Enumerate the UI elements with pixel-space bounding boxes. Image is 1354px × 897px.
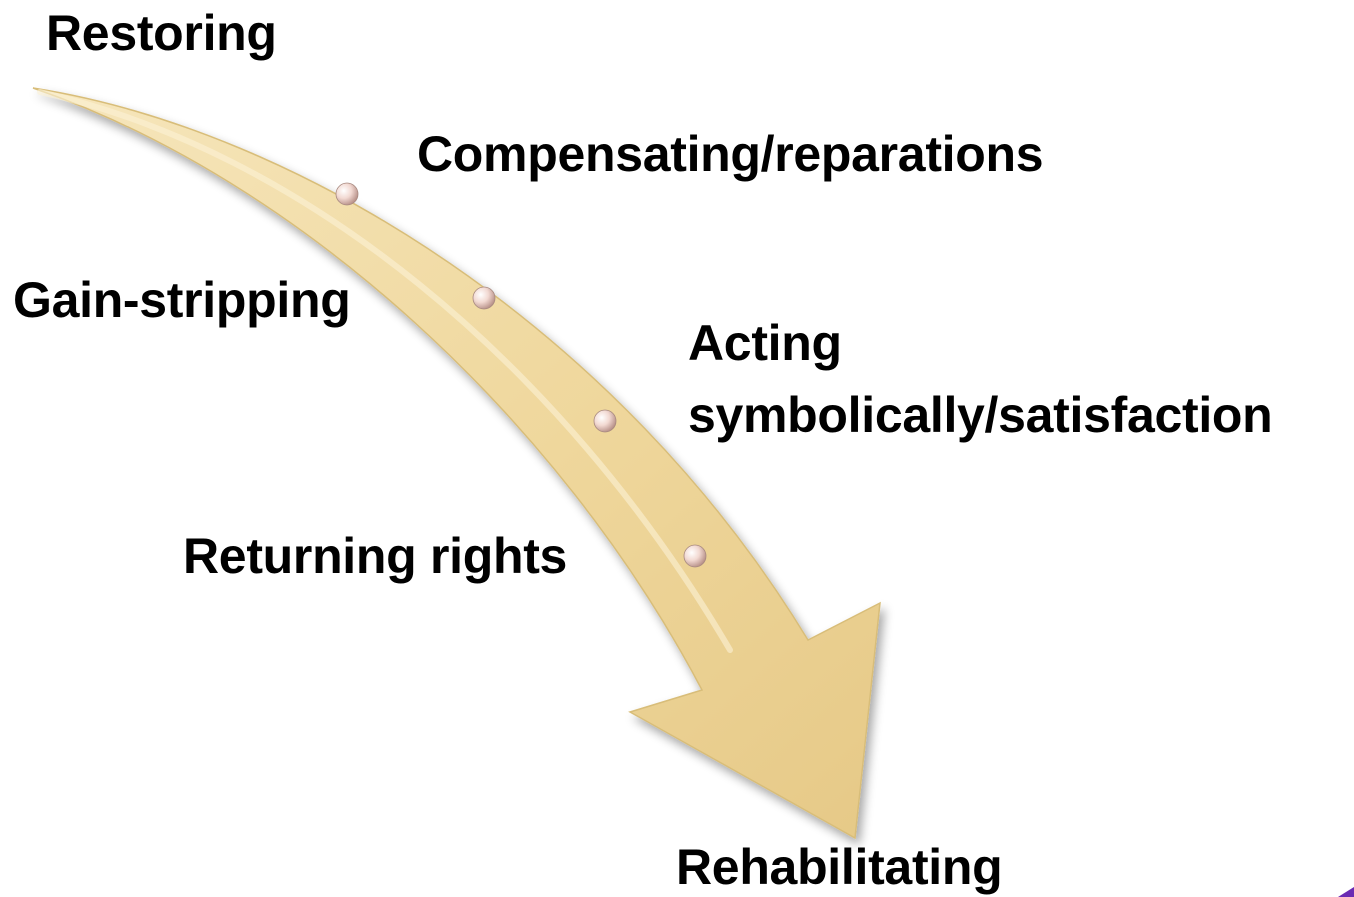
bead-dot bbox=[593, 409, 617, 433]
bead-dot bbox=[683, 544, 707, 568]
bead-group bbox=[335, 182, 707, 568]
label-acting-line2: symbolically/satisfaction bbox=[688, 387, 1273, 443]
corner-accent bbox=[1338, 887, 1354, 897]
label-restoring: Restoring bbox=[46, 5, 277, 61]
bead-dot bbox=[335, 182, 359, 206]
arrow-highlight bbox=[37, 89, 733, 653]
bead-dot bbox=[472, 286, 496, 310]
label-compensating: Compensating/reparations bbox=[417, 126, 1044, 182]
label-returning-rights: Returning rights bbox=[183, 528, 568, 584]
label-acting: Acting symbolically/satisfaction bbox=[688, 315, 1273, 443]
arrow-body bbox=[32, 87, 881, 840]
label-gain-stripping: Gain-stripping bbox=[13, 272, 351, 328]
label-rehabilitating: Rehabilitating bbox=[676, 839, 1003, 895]
label-acting-line1: Acting bbox=[688, 315, 842, 371]
